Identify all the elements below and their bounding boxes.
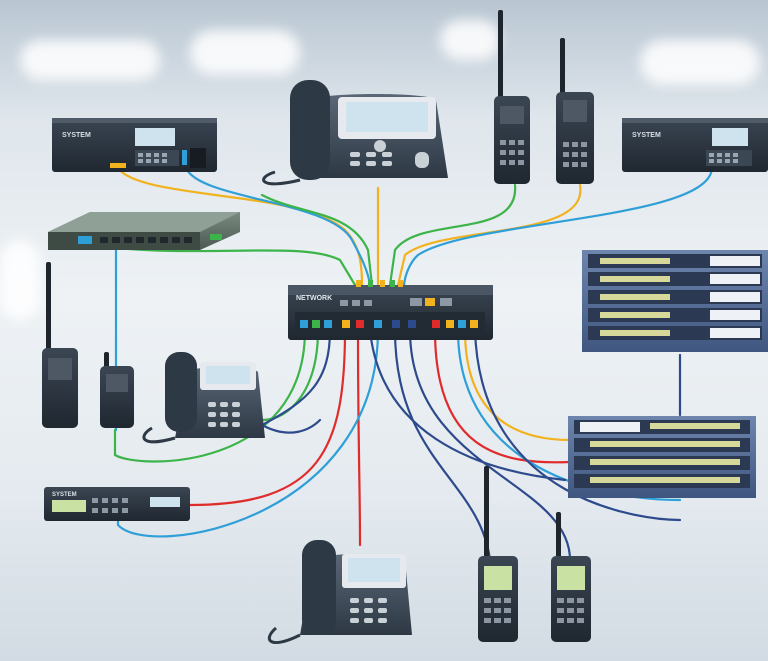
two-way-radio-icon (478, 466, 518, 642)
cable-red (188, 328, 347, 507)
desk-phone-icon (267, 540, 412, 645)
cable-blue (184, 166, 372, 287)
two-way-radio-icon (42, 262, 78, 428)
background-light (440, 20, 500, 60)
background-light (0, 240, 40, 320)
rack-server-icon (568, 416, 756, 498)
unit-label: SYSTEM (62, 132, 91, 139)
cable-blue (456, 328, 682, 502)
cable-green (113, 328, 307, 463)
cable-yellow (396, 183, 582, 287)
cable-navy (408, 328, 572, 562)
two-way-radio-icon (494, 10, 530, 184)
cable-blue (116, 328, 380, 538)
cable-navy (260, 328, 332, 434)
pbx-unit-icon: SYSTEM (44, 487, 190, 521)
cable-red (356, 328, 362, 547)
cable-green (260, 328, 320, 422)
cable-navy (393, 328, 492, 562)
central-network-switch: NETWORK (288, 280, 493, 340)
cable-navy (473, 328, 682, 522)
background-light (640, 40, 760, 85)
cable-green (260, 193, 374, 287)
desk-phone-icon (262, 80, 448, 186)
cable-green (388, 183, 517, 287)
two-way-radio-icon (551, 512, 591, 642)
background-light (190, 30, 300, 75)
unit-label: SYSTEM (52, 492, 77, 498)
rack-server-icon (582, 250, 768, 352)
cable-red (433, 328, 572, 464)
two-way-radio-icon (100, 352, 134, 428)
desk-phone-icon (142, 352, 265, 444)
pbx-unit-icon: SYSTEM (52, 118, 217, 172)
network-switch-icon (48, 212, 240, 250)
cables (88, 166, 714, 562)
unit-label: SYSTEM (632, 132, 661, 139)
background-light (20, 40, 160, 80)
cable-navy (368, 328, 567, 482)
two-way-radio-icon (556, 38, 594, 184)
cable-yellow (463, 328, 572, 442)
pbx-unit-icon: SYSTEM (622, 118, 768, 172)
switch-label: NETWORK (296, 295, 332, 302)
cable-green (88, 243, 357, 287)
cable-blue (402, 166, 714, 287)
